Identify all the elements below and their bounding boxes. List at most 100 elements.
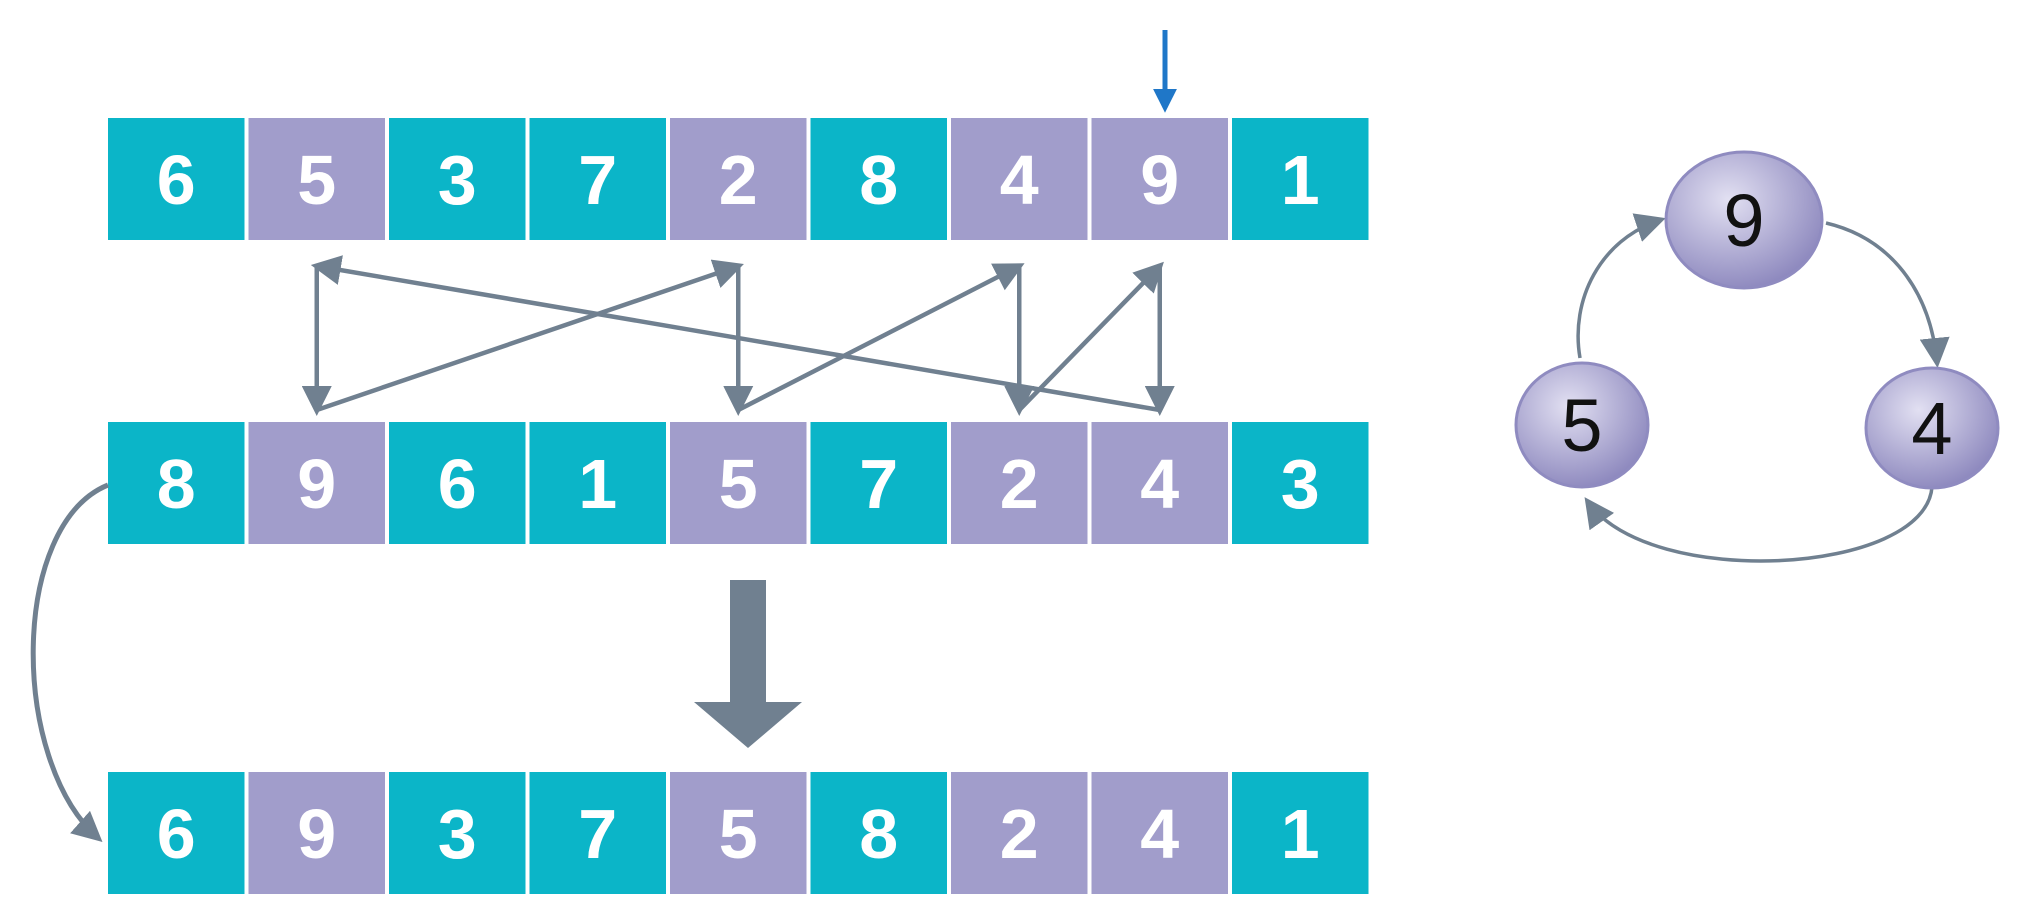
cell-value: 7 xyxy=(859,445,898,523)
cell-background xyxy=(1091,118,1228,240)
edge-4-to-5 xyxy=(1584,486,1934,563)
cell-value: 4 xyxy=(1140,795,1179,873)
array-cell: 7 xyxy=(529,772,666,894)
cell-background xyxy=(670,422,807,544)
mapping-arrow-diagonal xyxy=(1017,261,1164,412)
cell-value: 4 xyxy=(1000,141,1039,219)
cell-background xyxy=(1232,772,1369,894)
array-cell: 2 xyxy=(951,422,1088,544)
cell-background xyxy=(810,118,947,240)
cell-background xyxy=(1091,772,1228,894)
array-cell: 6 xyxy=(108,118,245,240)
cell-value: 1 xyxy=(578,445,617,523)
cell-background xyxy=(670,772,807,894)
array-cell: 6 xyxy=(389,422,526,544)
cell-background xyxy=(529,118,666,240)
cell-background xyxy=(810,772,947,894)
array-cell: 5 xyxy=(670,772,807,894)
cell-value: 5 xyxy=(719,445,758,523)
cycle-graph: 9 4 5 xyxy=(1514,150,2000,563)
cell-background xyxy=(810,422,947,544)
cell-background xyxy=(951,772,1088,894)
row-original: 6 5 3 7 2 8 4 9 1 xyxy=(108,118,1369,240)
node-4-label: 4 xyxy=(1911,387,1952,470)
array-cell: 5 xyxy=(248,118,385,240)
cell-background xyxy=(248,118,385,240)
cell-value: 8 xyxy=(157,445,196,523)
cell-value: 1 xyxy=(1281,141,1320,219)
cell-value: 7 xyxy=(578,795,617,873)
edge-5-to-9 xyxy=(1576,213,1666,359)
cell-background xyxy=(951,422,1088,544)
cell-background xyxy=(529,422,666,544)
array-cell: 8 xyxy=(108,422,245,544)
array-cell: 6 xyxy=(108,772,245,894)
edge-9-to-4 xyxy=(1825,221,1950,368)
cell-value: 9 xyxy=(297,795,336,873)
cell-value: 3 xyxy=(438,141,477,219)
array-cell: 3 xyxy=(1232,422,1369,544)
cell-background xyxy=(108,772,245,894)
node-5-label: 5 xyxy=(1561,384,1602,467)
cell-value: 3 xyxy=(1281,445,1320,523)
array-cell: 7 xyxy=(529,118,666,240)
cell-value: 9 xyxy=(297,445,336,523)
node-4: 4 xyxy=(1864,366,2000,490)
cell-value: 8 xyxy=(859,141,898,219)
cell-background xyxy=(670,118,807,240)
cell-value: 2 xyxy=(1000,445,1039,523)
array-cell: 8 xyxy=(810,118,947,240)
cell-background xyxy=(108,118,245,240)
cell-value: 5 xyxy=(297,141,336,219)
array-cell: 2 xyxy=(951,772,1088,894)
array-cell: 3 xyxy=(389,118,526,240)
cell-background xyxy=(108,422,245,544)
big-down-arrow-icon xyxy=(694,580,802,748)
array-cell: 2 xyxy=(670,118,807,240)
array-cell: 9 xyxy=(248,772,385,894)
cell-background xyxy=(389,772,526,894)
cell-background xyxy=(248,422,385,544)
mapping-arrow-diagonal xyxy=(316,259,744,413)
array-cell: 4 xyxy=(1091,422,1228,544)
array-cell: 1 xyxy=(1232,118,1369,240)
mapping-arrow-diagonal xyxy=(310,255,1161,413)
mapping-arrow-diagonal xyxy=(737,263,1025,413)
cell-background xyxy=(389,118,526,240)
curved-arrow-icon xyxy=(30,482,109,842)
array-cell: 4 xyxy=(1091,772,1228,894)
node-5: 5 xyxy=(1514,361,1650,489)
cell-background xyxy=(1232,118,1369,240)
array-cell: 8 xyxy=(810,772,947,894)
array-cell: 9 xyxy=(248,422,385,544)
array-cell: 1 xyxy=(529,422,666,544)
node-9: 9 xyxy=(1664,150,1824,290)
array-cell: 3 xyxy=(389,772,526,894)
cell-value: 6 xyxy=(438,445,477,523)
cell-value: 9 xyxy=(1140,141,1179,219)
cell-background xyxy=(1091,422,1228,544)
cell-value: 3 xyxy=(438,795,477,873)
cell-background xyxy=(951,118,1088,240)
array-cell: 5 xyxy=(670,422,807,544)
array-cell: 7 xyxy=(810,422,947,544)
array-cell: 9 xyxy=(1091,118,1228,240)
cell-value: 2 xyxy=(1000,795,1039,873)
array-cell: 1 xyxy=(1232,772,1369,894)
node-9-label: 9 xyxy=(1723,179,1764,262)
row-result: 6 9 3 7 5 8 2 4 1 xyxy=(108,772,1369,894)
cell-value: 5 xyxy=(719,795,758,873)
cell-value: 1 xyxy=(1281,795,1320,873)
cell-value: 4 xyxy=(1140,445,1179,523)
cell-background xyxy=(529,772,666,894)
row-permuted: 8 9 6 1 5 7 2 4 3 xyxy=(108,422,1369,544)
cell-value: 6 xyxy=(157,141,196,219)
cell-value: 7 xyxy=(578,141,617,219)
mapping-arrows xyxy=(301,255,1175,416)
cell-value: 6 xyxy=(157,795,196,873)
cell-background xyxy=(389,422,526,544)
cell-value: 8 xyxy=(859,795,898,873)
cell-value: 2 xyxy=(719,141,758,219)
array-cell: 4 xyxy=(951,118,1088,240)
